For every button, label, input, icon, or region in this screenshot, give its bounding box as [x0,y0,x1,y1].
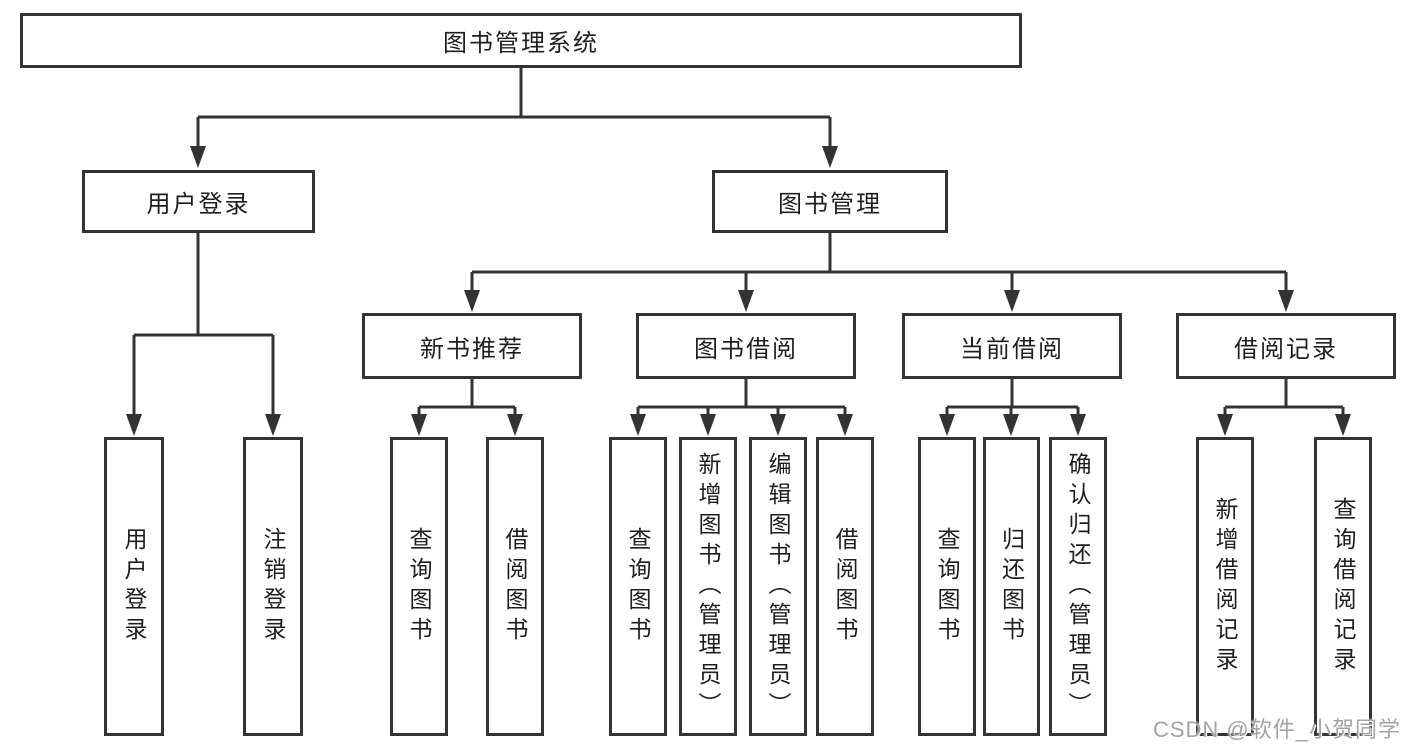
leaf-return-books: 归还图书 [983,437,1040,736]
arrow-down-icon [700,414,716,436]
arrow-down-icon [507,414,523,436]
leaf-borrow-books-recommend: 借阅图书 [486,437,544,736]
leaf-user-login: 用户登录 [104,437,164,736]
arrow-down-icon [837,414,853,436]
arrow-down-icon [1335,414,1351,436]
connector-path [132,68,1345,420]
arrow-down-icon [1217,414,1233,436]
leaf-add-books-admin-label: 新增图书（管理员） [695,451,721,722]
arrow-down-icon [1003,414,1019,436]
leaf-borrow-books-borrowing: 借阅图书 [816,437,874,736]
node-book-management: 图书管理 [712,170,948,233]
leaf-confirm-return-admin: 确认归还（管理员） [1049,437,1107,736]
arrow-down-icon [630,414,646,436]
leaf-logout: 注销登录 [243,437,303,736]
arrow-down-icon [1070,414,1086,436]
leaf-add-borrow-record: 新增借阅记录 [1196,437,1254,736]
arrow-down-icon [738,290,754,312]
arrow-down-icon [1278,290,1294,312]
arrow-down-icon [411,414,427,436]
node-current-borrowing-label: 当前借阅 [960,335,1064,363]
leaf-borrow-books-recommend-label: 借阅图书 [502,526,528,647]
watermark: CSDN @软件_小贺同学 [1152,717,1401,742]
arrowhead-icons [126,146,1351,436]
node-book-borrowing-label: 图书借阅 [694,335,798,363]
leaf-edit-books-admin: 编辑图书（管理员） [749,437,807,736]
node-current-borrowing: 当前借阅 [902,313,1122,379]
leaf-return-books-label: 归还图书 [998,526,1025,647]
leaf-borrow-books-borrowing-label: 借阅图书 [832,526,858,647]
node-library-management-system: 图书管理系统 [20,13,1022,68]
leaf-add-books-admin: 新增图书（管理员） [679,437,737,736]
leaf-user-login-label: 用户登录 [121,526,147,647]
node-user-login-label: 用户登录 [146,191,251,218]
leaf-query-books-recommend: 查询图书 [390,437,448,736]
node-user-login: 用户登录 [82,170,315,233]
leaf-query-books-borrowing-label: 查询图书 [625,526,651,647]
node-borrowing-records-label: 借阅记录 [1234,335,1338,363]
leaf-query-books-borrowing: 查询图书 [609,437,667,736]
arrow-down-icon [770,414,786,436]
leaf-confirm-return-admin-label: 确认归还（管理员） [1065,451,1091,722]
leaf-edit-books-admin-label: 编辑图书（管理员） [765,451,791,722]
arrow-down-icon [265,414,281,436]
node-book-borrowing: 图书借阅 [636,313,856,379]
leaf-query-borrow-record: 查询借阅记录 [1314,437,1372,736]
node-book-management-label: 图书管理 [778,191,882,218]
node-new-book-recommendation-label: 新书推荐 [420,335,524,363]
node-borrowing-records: 借阅记录 [1176,313,1396,379]
leaf-query-borrow-record-label: 查询借阅记录 [1330,496,1356,677]
arrow-down-icon [190,146,206,168]
arrow-down-icon [464,290,480,312]
arrow-down-icon [126,414,142,436]
arrow-down-icon [939,414,955,436]
node-library-management-system-label: 图书管理系统 [443,30,599,57]
arrow-down-icon [822,146,838,168]
leaf-logout-label: 注销登录 [260,526,286,647]
leaf-query-books-current-label: 查询图书 [934,526,960,647]
node-new-book-recommendation: 新书推荐 [362,313,582,379]
arrow-down-icon [1004,290,1020,312]
leaf-query-books-recommend-label: 查询图书 [406,526,432,647]
leaf-query-books-current: 查询图书 [918,437,976,736]
leaf-add-borrow-record-label: 新增借阅记录 [1212,496,1238,677]
